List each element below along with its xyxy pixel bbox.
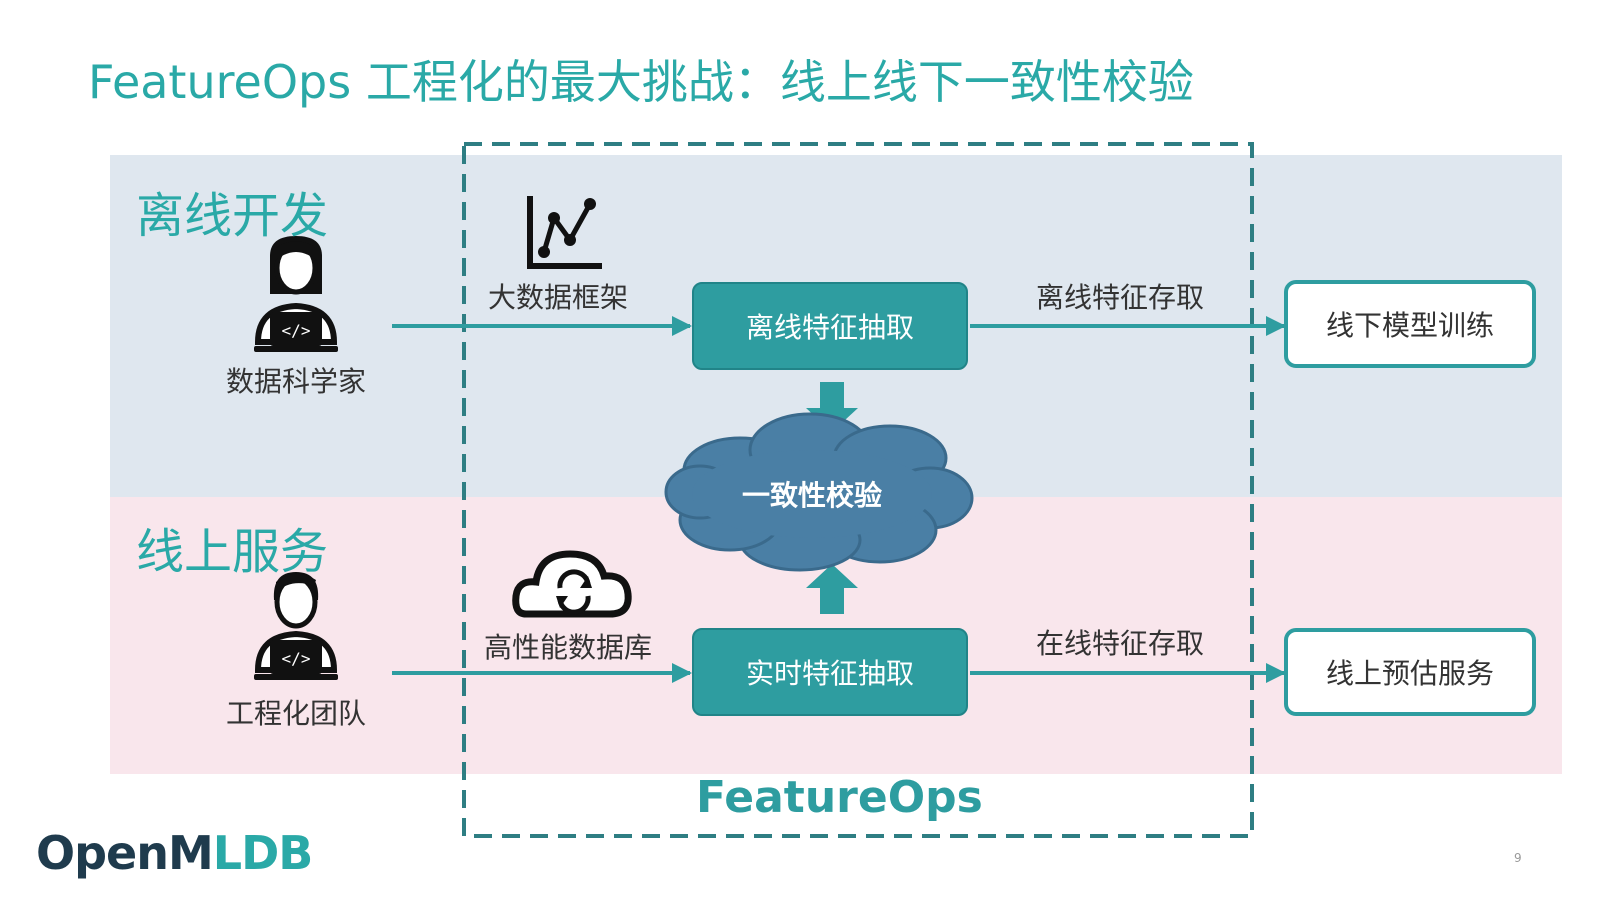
offline-section-title: 离线开发 [136,188,329,244]
big-data-framework-label: 大数据框架 [488,281,629,314]
featureops-label: FeatureOps [696,772,983,823]
slide-title: FeatureOps 工程化的最大挑战：线上线下一致性校验 [88,55,1194,109]
page-number: 9 [1514,851,1522,865]
offline-feature-extraction-box: 离线特征抽取 [692,282,968,370]
consistency-check-label: 一致性校验 [741,479,882,512]
svg-text:</>: </> [282,321,311,340]
offline-feature-access-label: 离线特征存取 [1036,281,1205,314]
logo-main-text: OpenM [36,826,214,880]
realtime-feature-extraction-box: 实时特征抽取 [692,628,968,716]
high-performance-db-label: 高性能数据库 [484,631,653,664]
online-serving-box: 线上预估服务 [1284,628,1536,716]
featureops-boundary [462,142,1254,838]
offline-training-box: 线下模型训练 [1284,280,1536,368]
online-section-title: 线上服务 [136,524,329,580]
cloud-sync-icon [512,550,632,618]
block-arrow-up [806,564,858,614]
logo-accent-text: LDB [212,826,314,880]
line-chart-icon [527,196,602,269]
data-scientist-label: 数据科学家 [225,365,366,398]
openmldb-logo: OpenMLDB [36,826,314,880]
data-scientist-icon: </> [254,236,338,352]
engineering-team-icon: </> [254,572,338,680]
online-feature-access-label: 在线特征存取 [1036,627,1205,660]
svg-text:</>: </> [282,649,311,668]
engineering-team-label: 工程化团队 [225,697,366,730]
